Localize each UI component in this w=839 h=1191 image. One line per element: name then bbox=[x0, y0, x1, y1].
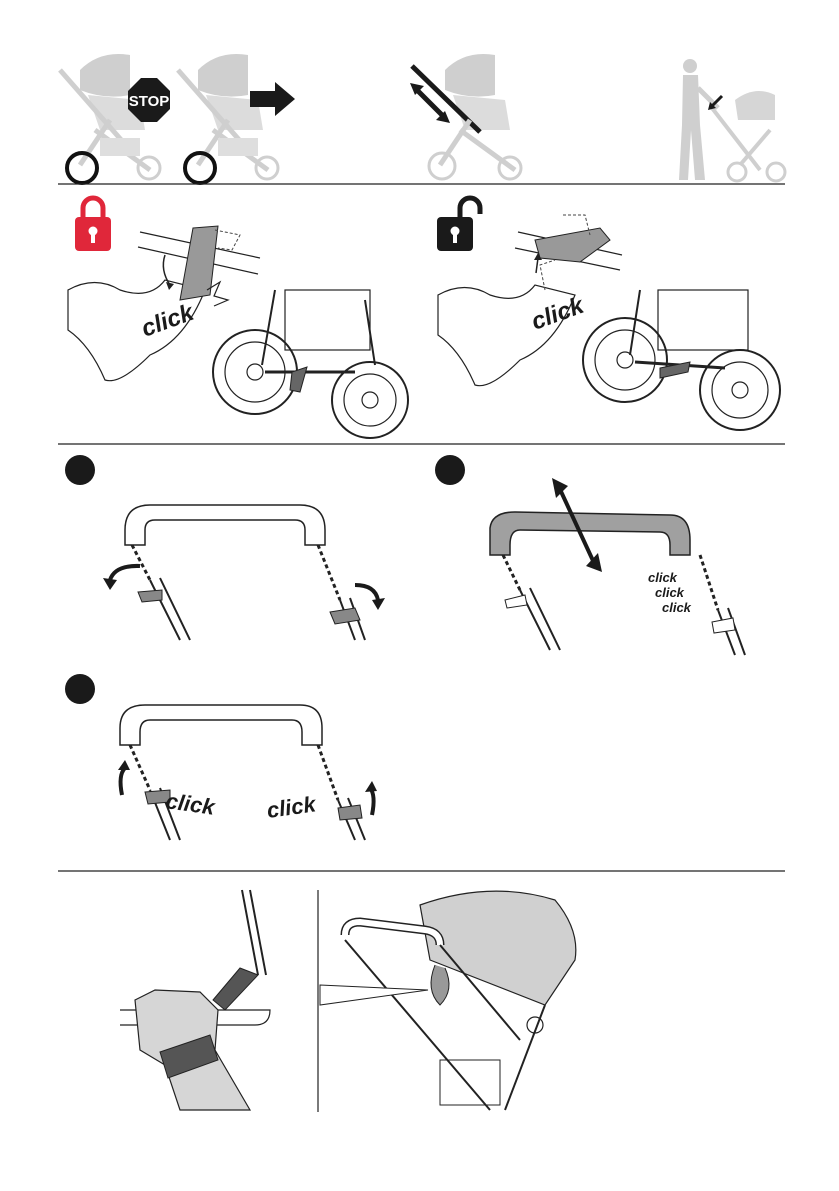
lock-closed-icon bbox=[75, 198, 111, 251]
parent-pushing-stroller-icon bbox=[679, 59, 785, 181]
handle-adjust-illustration: click click click bbox=[490, 478, 745, 655]
step-circle-3 bbox=[65, 674, 95, 704]
svg-text:click: click bbox=[655, 585, 685, 600]
handle-release-illustration bbox=[103, 505, 385, 640]
svg-text:click: click bbox=[662, 600, 692, 615]
stroller-moving-icon bbox=[178, 54, 278, 183]
brake-unlock-illustration: click bbox=[438, 215, 780, 430]
svg-text:click: click bbox=[648, 570, 678, 585]
step-circle-1 bbox=[65, 455, 95, 485]
handle-lock-illustration: click click bbox=[118, 705, 377, 840]
svg-text:STOP: STOP bbox=[129, 93, 170, 110]
svg-text:click: click bbox=[164, 788, 218, 820]
lock-open-icon bbox=[437, 198, 480, 251]
wrist-strap-illustration bbox=[120, 890, 270, 1110]
stroller-handle-strap-illustration bbox=[320, 891, 576, 1110]
step-circle-2 bbox=[435, 455, 465, 485]
svg-text:click: click bbox=[265, 791, 319, 823]
brake-lock-illustration: click bbox=[68, 226, 408, 438]
handlebar-adjust-icon bbox=[410, 54, 521, 179]
